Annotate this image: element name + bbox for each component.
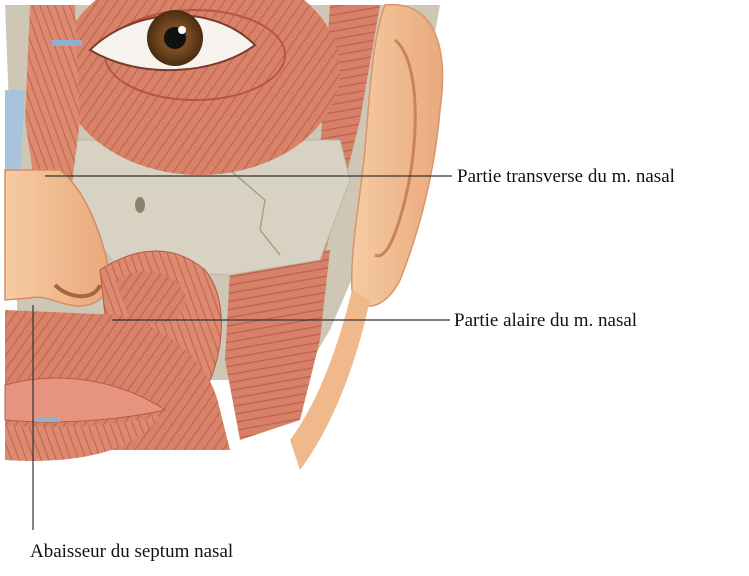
infraorbital-foramen xyxy=(135,197,145,213)
lip-blue-mark xyxy=(35,418,60,422)
label-depressor-septi: Abaisseur du septum nasal xyxy=(30,542,233,561)
label-alar-nasalis: Partie alaire du m. nasal xyxy=(454,311,637,330)
eye-highlight xyxy=(178,26,186,34)
label-transverse-nasalis: Partie transverse du m. nasal xyxy=(457,167,675,186)
blue-tendon-mark xyxy=(52,40,82,46)
